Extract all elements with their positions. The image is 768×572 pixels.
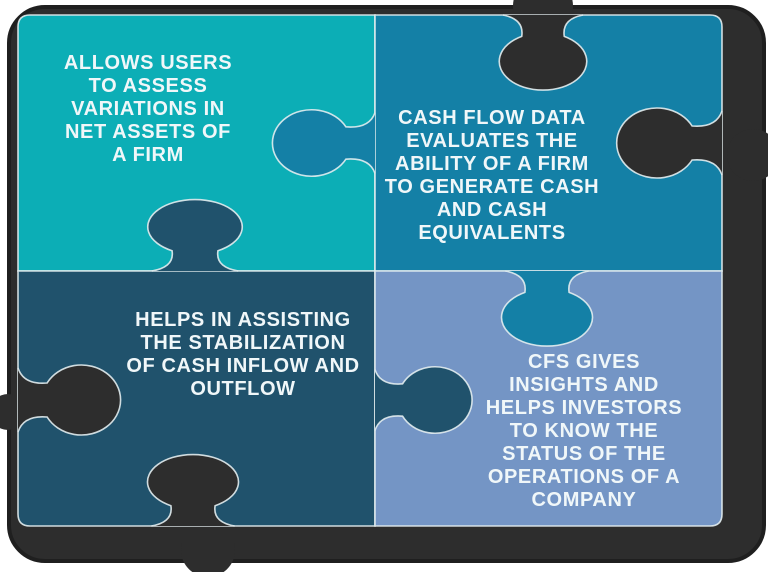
puzzle-piece-bottom-left bbox=[17, 270, 376, 527]
shadow-bump-bottom bbox=[181, 523, 235, 572]
puzzle-piece-top-right bbox=[374, 14, 723, 272]
shadow-bump-right bbox=[727, 129, 768, 181]
puzzle-piece-bottom-right bbox=[374, 270, 723, 527]
